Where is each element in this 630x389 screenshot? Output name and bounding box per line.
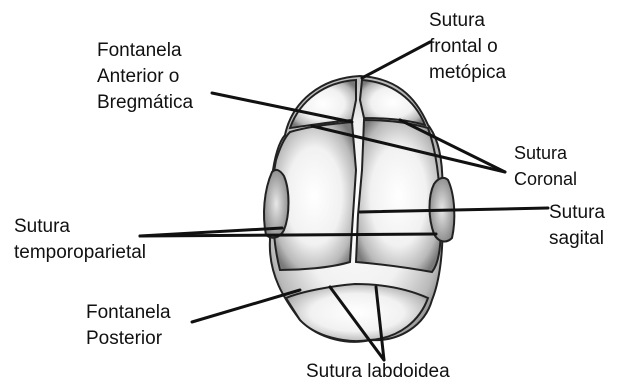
label-coronal-suture: Sutura Coronal <box>514 140 577 192</box>
posterior-fontanelle-leader <box>192 290 300 322</box>
label-metopic-line-2: frontal o <box>429 34 506 60</box>
label-anterior-line-3: Bregmática <box>97 90 193 116</box>
label-sagittal-line-2: sagital <box>549 226 605 252</box>
label-anterior-line-1: Fontanela <box>97 38 193 64</box>
label-sagittal-suture: Sutura sagital <box>549 200 605 252</box>
label-coronal-line-2: Coronal <box>514 166 577 192</box>
label-temporoparietal-line-2: temporoparietal <box>14 240 146 266</box>
label-anterior-fontanelle: Fontanela Anterior o Bregmática <box>97 38 193 116</box>
label-posterior-line-2: Posterior <box>86 326 171 352</box>
label-posterior-line-1: Fontanela <box>86 300 171 326</box>
label-metopic-line-1: Sutura <box>429 8 506 34</box>
label-temporoparietal-line-1: Sutura <box>14 214 146 240</box>
label-anterior-line-2: Anterior o <box>97 64 193 90</box>
label-lambdoid-line-1: Sutura labdoidea <box>306 359 450 385</box>
label-posterior-fontanelle: Fontanela Posterior <box>86 300 171 352</box>
label-metopic-suture: Sutura frontal o metópica <box>429 8 506 86</box>
label-metopic-line-3: metópica <box>429 60 506 86</box>
temporoparietal-leader-lower <box>140 234 436 236</box>
metopic-leader <box>362 42 430 78</box>
parietal-bone-right <box>356 120 441 272</box>
label-lambdoid-suture: Sutura labdoidea <box>306 359 450 385</box>
label-coronal-line-1: Sutura <box>514 140 577 166</box>
label-sagittal-line-1: Sutura <box>549 200 605 226</box>
label-temporoparietal-suture: Sutura temporoparietal <box>14 214 146 266</box>
